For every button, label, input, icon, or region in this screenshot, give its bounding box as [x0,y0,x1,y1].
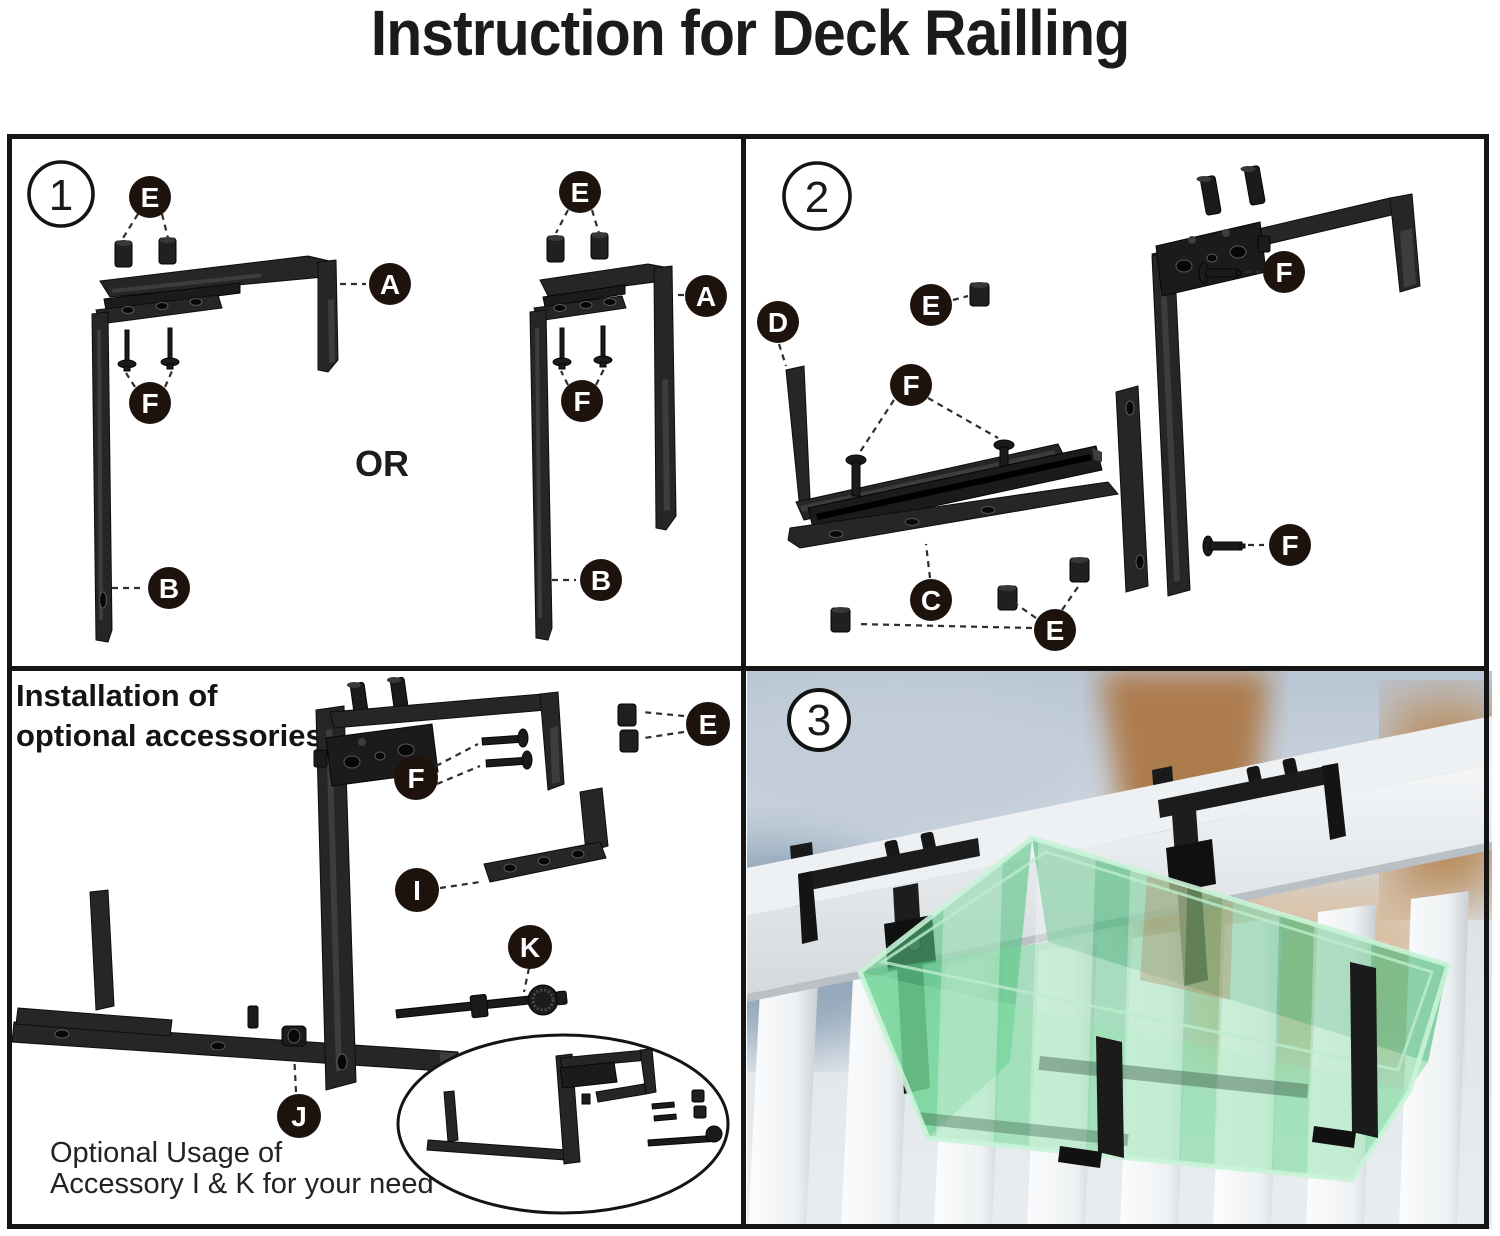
cap-parts [546,232,609,263]
cap-part [969,282,990,307]
inset-oval [396,1033,730,1215]
bracket-B [91,294,223,643]
cap-parts [830,557,1090,633]
page-title: Instruction for Deck Railling [370,0,1130,69]
or-label: OR [355,443,409,484]
svg-text:E: E [141,182,160,213]
left-L-bracket [15,889,173,1037]
part-label-K: K [508,925,552,993]
svg-text:F: F [141,388,158,419]
green-planter [856,835,1452,1183]
channel-bar [807,445,1103,533]
screw-part [1198,262,1242,284]
step2-number: 2 [782,161,852,231]
svg-text:B: B [159,573,179,604]
part-label-A: A [340,263,411,305]
bracket-B [529,295,627,641]
svg-text:3: 3 [807,696,831,745]
part-label-A: A [678,275,727,317]
svg-text:1: 1 [49,171,73,220]
cap-parts [617,703,639,753]
nut-J [281,1025,307,1047]
svg-text:B: B [591,565,611,596]
svg-text:F: F [902,370,919,401]
part-label-F: F [1248,524,1311,566]
cap-parts [114,237,177,268]
optional-caption-line1: Optional Usage of [50,1137,283,1169]
inset-mini-assembly [426,1048,723,1165]
svg-text:J: J [291,1101,307,1132]
figure-border [7,134,1489,1229]
optional-heading-line2: optional accessories [16,718,323,753]
svg-text:D: D [768,307,788,338]
screw-parts [552,325,613,370]
part-label-E: E [555,171,601,234]
svg-text:F: F [407,763,424,794]
part-label-C: C [910,543,952,621]
part-label-F: F [1245,251,1305,293]
svg-text:F: F [573,386,590,417]
screw-part [1202,535,1246,557]
accessory-I [483,787,609,883]
screw-parts [845,439,1015,497]
step3-number: 3 [787,688,851,752]
main-vertical-bar [315,705,357,1091]
panel-step4-photo: 3 [747,671,1492,1229]
svg-text:E: E [571,177,590,208]
bracket-A [99,255,339,373]
part-label-B: B [552,559,622,601]
part-label-F: F [859,364,999,453]
svg-text:2: 2 [805,173,829,222]
svg-text:E: E [699,709,718,740]
part-label-F: F [394,743,481,800]
part-label-F: F [560,368,605,422]
accessory-K-bolt [395,984,568,1019]
grid-divider-horizontal [7,666,1489,671]
optional-heading-line1: Installation of [16,678,218,713]
planter-front-hooks [1058,962,1378,1168]
bracket-A [539,263,677,531]
grid-divider-vertical [741,134,746,1229]
svg-text:A: A [696,281,716,312]
svg-text:F: F [1275,257,1292,288]
part-label-J: J [277,1051,321,1138]
bracket-set-left: E A [91,176,411,643]
part-label-E: E [641,702,730,746]
step1-number: 1 [27,160,95,228]
svg-text:C: C [921,585,941,616]
svg-text:A: A [380,269,400,300]
svg-text:I: I [413,875,421,906]
part-label-I: I [395,868,481,912]
screw-parts [481,728,533,770]
svg-text:E: E [922,290,941,321]
screw-parts [117,327,180,372]
svg-text:K: K [520,932,540,963]
assembled-bracket [1115,165,1421,597]
svg-text:E: E [1046,615,1065,646]
rail-bar-C [787,481,1119,549]
bracket-set-right: E A [529,171,727,641]
part-label-E: E [122,176,171,239]
optional-caption-line2: Accessory I & K for your need [50,1168,434,1200]
part-label-D: D [757,301,799,367]
part-label-F: F [125,370,174,424]
part-label-B: B [112,567,190,609]
svg-text:F: F [1281,530,1298,561]
part-label-E: E [910,284,969,326]
part-label-E: E [855,583,1081,651]
